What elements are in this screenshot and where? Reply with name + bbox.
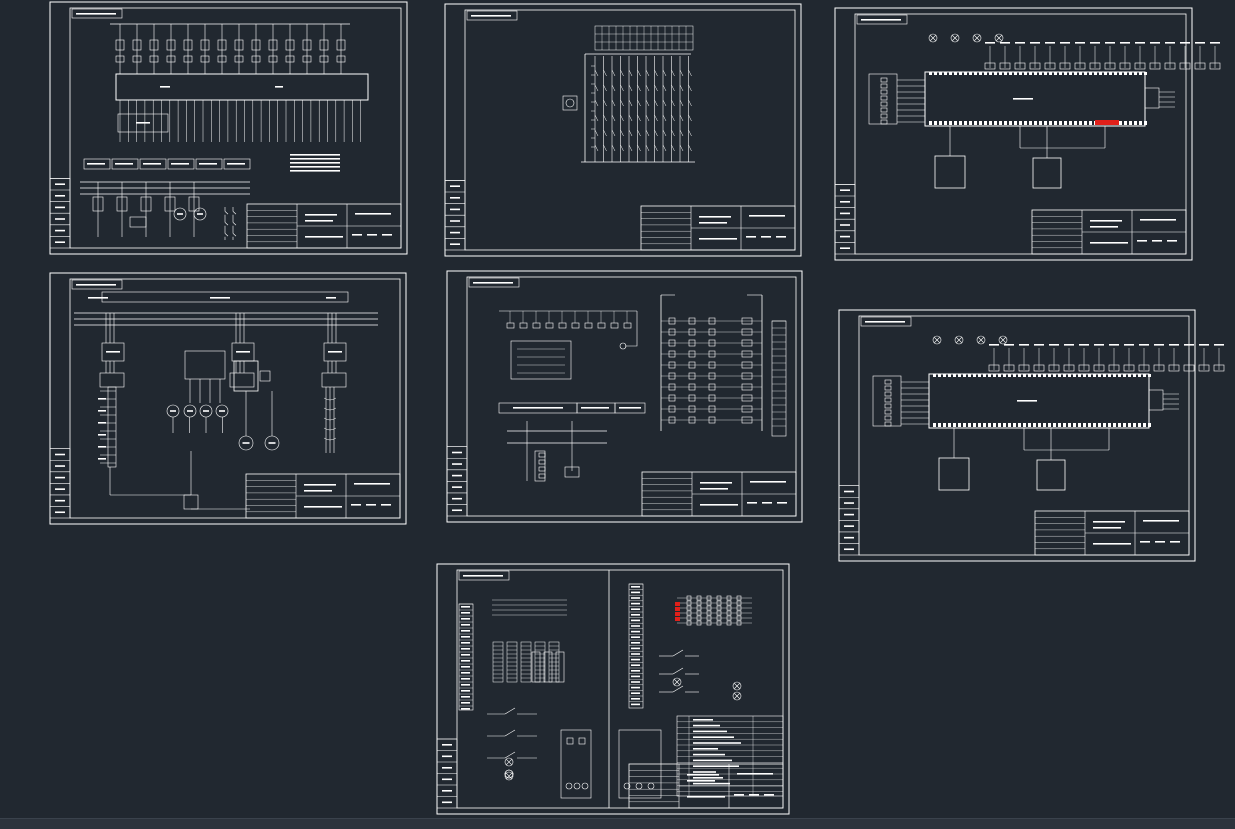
sheet-5-linework — [446, 270, 803, 523]
sheet-2[interactable] — [444, 3, 802, 257]
sheet-3-linework — [834, 7, 1221, 261]
sheet-2-linework — [444, 3, 802, 257]
sheet-7-linework — [436, 563, 790, 815]
sheet-4-drawing — [49, 272, 407, 525]
sheet-1[interactable] — [49, 1, 408, 255]
sheet-6-drawing — [838, 309, 1225, 562]
sheet-5[interactable] — [446, 270, 803, 523]
sheet-2-drawing — [444, 3, 802, 257]
sheet-1-linework — [49, 1, 408, 255]
status-bar — [0, 818, 1235, 829]
sheet-1-drawing — [49, 1, 408, 255]
sheet-6[interactable] — [838, 309, 1225, 562]
sheet-3-drawing — [834, 7, 1221, 261]
sheet-4[interactable] — [49, 272, 407, 525]
sheet-4-linework — [49, 272, 407, 525]
sheet-6-linework — [838, 309, 1225, 562]
sheet-3[interactable] — [834, 7, 1221, 261]
sheet-5-drawing — [446, 270, 803, 523]
sheet-7[interactable] — [436, 563, 790, 815]
sheet-7-drawing — [436, 563, 790, 815]
